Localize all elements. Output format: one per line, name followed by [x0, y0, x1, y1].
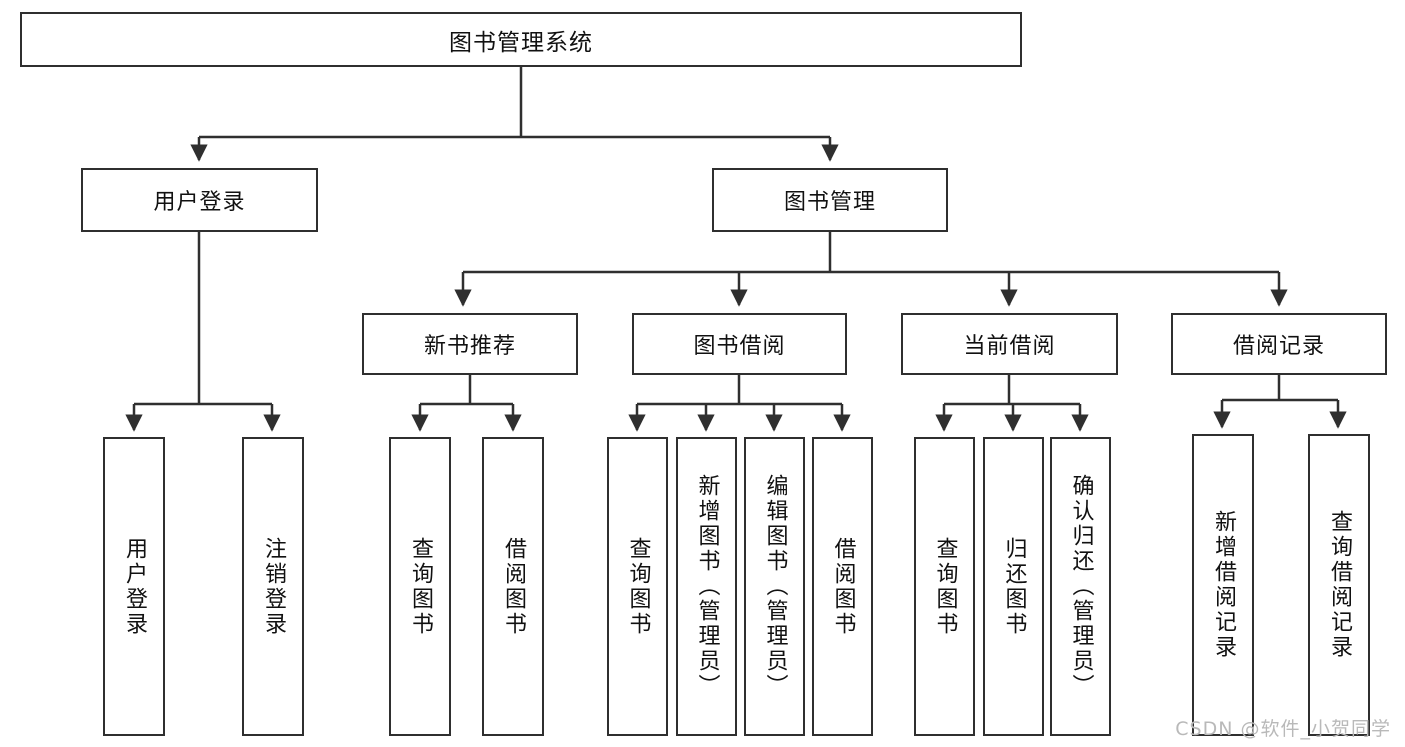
- node-book-management[interactable]: 图书管理: [712, 168, 948, 232]
- leaf-add-borrow-record[interactable]: 新增借阅记录: [1192, 434, 1254, 736]
- node-label: 新增借阅记录: [1211, 510, 1236, 660]
- node-label: 新增图书（管理员）: [694, 474, 720, 699]
- node-label: 图书管理: [783, 190, 876, 215]
- leaf-return-book[interactable]: 归还图书: [983, 437, 1044, 736]
- leaf-user-login[interactable]: 用户登录: [103, 437, 165, 736]
- leaf-query-borrow-record[interactable]: 查询借阅记录: [1308, 434, 1370, 736]
- leaf-borrow-book[interactable]: 借阅图书: [812, 437, 873, 736]
- node-new-book-recommend[interactable]: 新书推荐: [362, 313, 578, 375]
- leaf-borrow-book-recommend[interactable]: 借阅图书: [482, 437, 544, 736]
- leaf-query-book-borrow[interactable]: 查询图书: [607, 437, 668, 736]
- node-user-login[interactable]: 用户登录: [81, 168, 318, 232]
- node-label: 查询图书: [932, 536, 958, 637]
- node-label: 编辑图书（管理员）: [762, 474, 788, 699]
- node-label: 用户登录: [122, 536, 147, 637]
- node-label: 确认归还（管理员）: [1068, 474, 1094, 699]
- node-current-borrow[interactable]: 当前借阅: [901, 313, 1118, 375]
- node-label: 当前借阅: [963, 334, 1056, 359]
- node-label: 图书借阅: [693, 334, 786, 359]
- leaf-logout[interactable]: 注销登录: [242, 437, 304, 736]
- node-borrow-record[interactable]: 借阅记录: [1171, 313, 1387, 375]
- node-book-borrow[interactable]: 图书借阅: [632, 313, 847, 375]
- leaf-query-book-current[interactable]: 查询图书: [914, 437, 975, 736]
- node-label: 查询借阅记录: [1327, 510, 1352, 660]
- node-root-system[interactable]: 图书管理系统: [20, 12, 1022, 67]
- leaf-edit-book-admin[interactable]: 编辑图书（管理员）: [744, 437, 805, 736]
- node-label: 用户登录: [153, 190, 246, 215]
- node-label: 归还图书: [1001, 536, 1027, 637]
- leaf-confirm-return-admin[interactable]: 确认归还（管理员）: [1050, 437, 1111, 736]
- node-label: 借阅图书: [830, 536, 856, 637]
- leaf-add-book-admin[interactable]: 新增图书（管理员）: [676, 437, 737, 736]
- node-label: 借阅记录: [1232, 334, 1325, 359]
- node-label: 注销登录: [261, 536, 286, 637]
- node-label: 图书管理系统: [449, 29, 593, 56]
- node-label: 借阅图书: [501, 536, 526, 637]
- node-label: 查询图书: [625, 536, 651, 637]
- watermark-text: CSDN @软件_小贺同学: [1175, 718, 1391, 740]
- node-label: 新书推荐: [423, 334, 516, 359]
- node-label: 查询图书: [408, 536, 433, 637]
- leaf-query-book-recommend[interactable]: 查询图书: [389, 437, 451, 736]
